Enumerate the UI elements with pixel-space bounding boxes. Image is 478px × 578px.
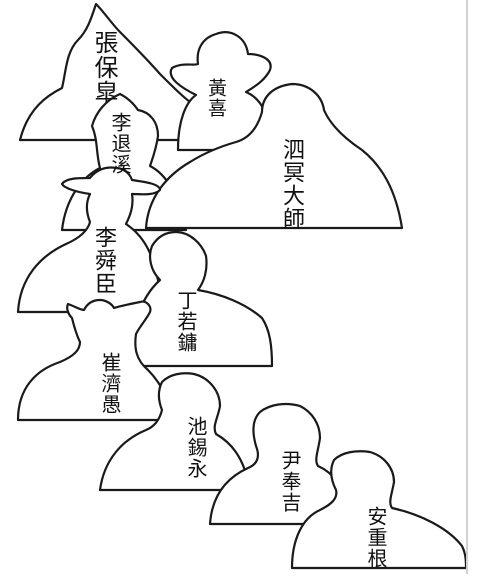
silhouette-yi-sun-sin bbox=[16, 166, 164, 314]
label-samyeong-daesa: 泗冥大師 bbox=[279, 138, 304, 230]
label-an-jung-geun: 安重根 bbox=[364, 506, 388, 569]
label-yun-bong-gil: 尹奉吉 bbox=[278, 450, 302, 513]
label-jeong-yak-yong: 丁若鏞 bbox=[174, 290, 198, 353]
label-choe-je-u: 崔濟愚 bbox=[98, 352, 122, 415]
right-edge-line bbox=[466, 0, 468, 574]
label-jang-bogo: 張保皐 bbox=[90, 30, 118, 105]
silhouette-an-jung-geun bbox=[290, 450, 468, 570]
label-yi-hwang: 李退溪 bbox=[108, 112, 132, 175]
label-yi-sun-sin: 李舜臣 bbox=[91, 226, 116, 295]
silhouette-jeong-yak-yong bbox=[126, 230, 274, 368]
silhouette-hwang-hui bbox=[169, 31, 274, 152]
silhouette-jang-bogo bbox=[18, 2, 202, 142]
silhouette-yun-bong-gil bbox=[208, 402, 352, 526]
silhouette-ji-seok-yeong bbox=[98, 372, 252, 492]
silhouette-samyeong-daesa bbox=[144, 82, 404, 230]
label-ji-seok-yeong: 池錫永 bbox=[184, 416, 208, 479]
label-hwang-hui: 黃喜 bbox=[205, 78, 227, 118]
silhouette-choe-je-u bbox=[16, 298, 174, 422]
